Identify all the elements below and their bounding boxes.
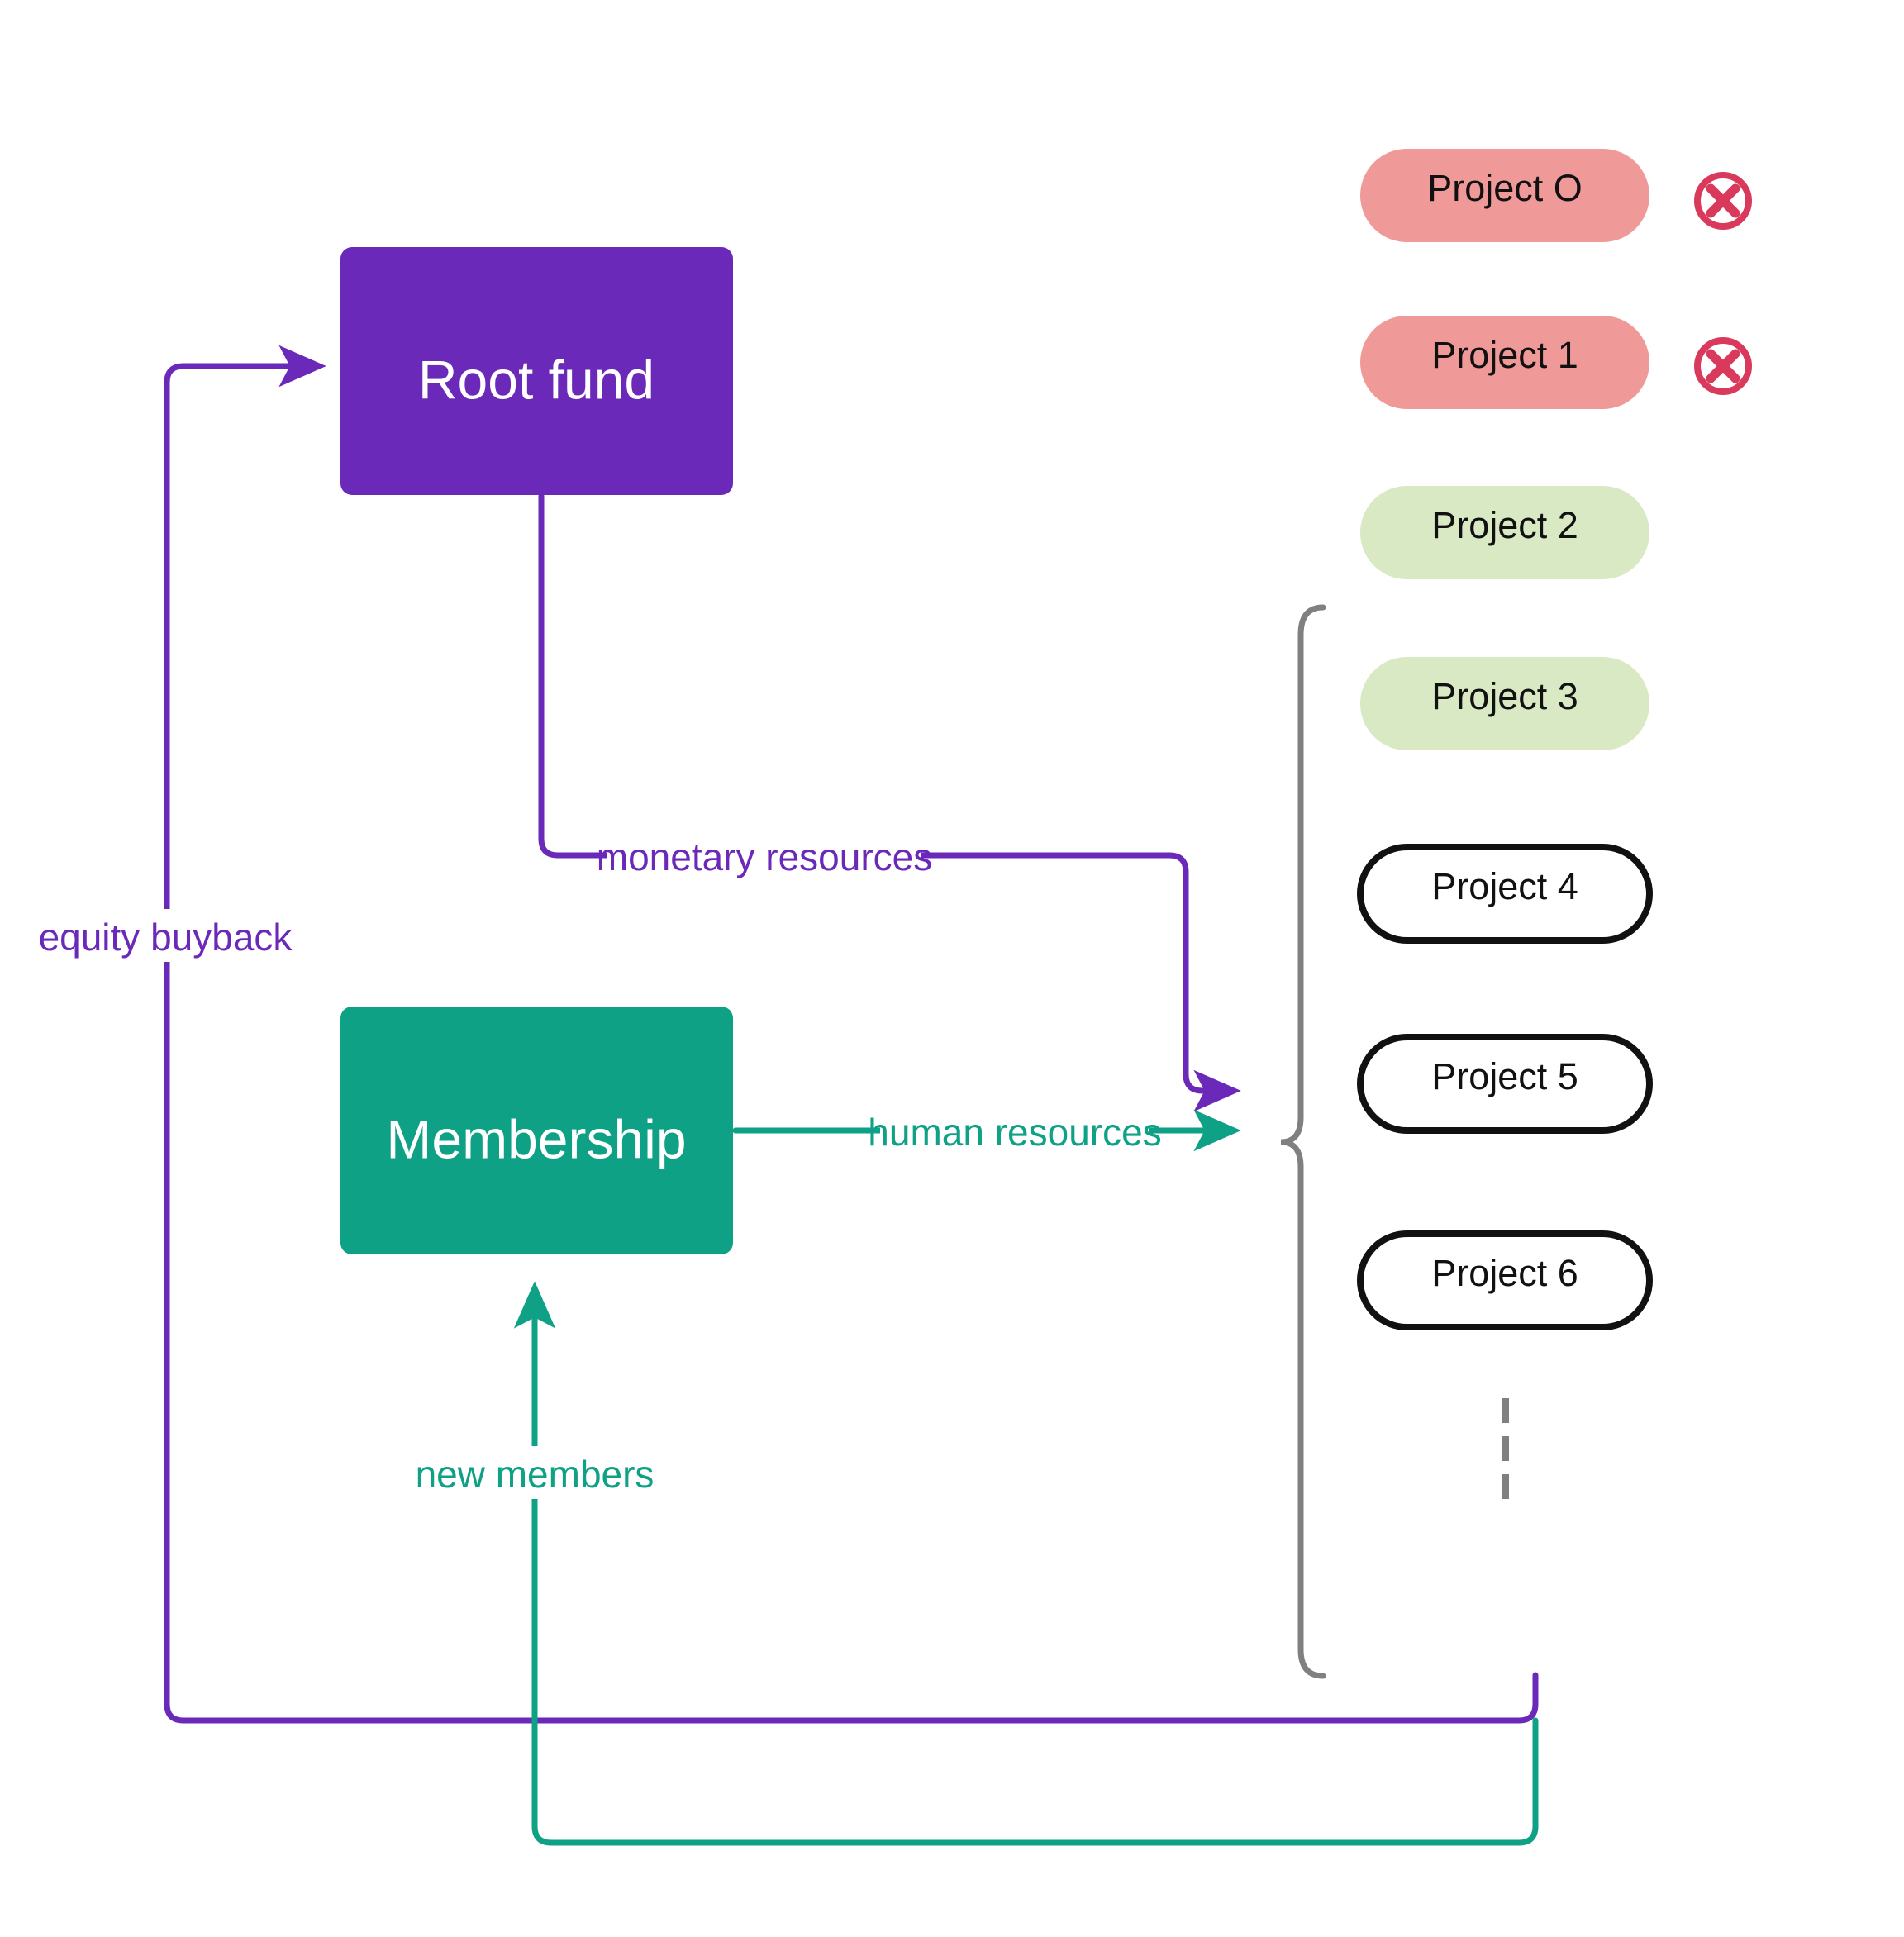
project-item[interactable]: Project 2 (1360, 486, 1649, 579)
project-pill-label: Project 2 (1431, 504, 1578, 546)
edge-monetary-resources: monetary resources (538, 493, 1241, 1112)
brace-path (1280, 604, 1326, 1679)
project-pill[interactable] (1360, 316, 1649, 409)
edge-equity-buyback-label-bg (40, 909, 279, 962)
edge-label-monetary-resources: monetary resources (597, 835, 933, 878)
edge-monetary-resources-label-bg (607, 829, 921, 882)
project-pill-label: Project 1 (1431, 334, 1578, 376)
edge-label-human-resources: human resources (868, 1111, 1161, 1154)
project-item[interactable]: Project 6 (1357, 1230, 1653, 1330)
project-item[interactable]: Project 3 (1360, 657, 1649, 750)
edge-equity-buyback: equity buyback (39, 345, 1539, 1724)
circle-x-icon[interactable] (1694, 337, 1752, 395)
edge-label-new-members: new members (416, 1453, 654, 1496)
project-item[interactable]: Project 1 (1360, 316, 1752, 409)
edge-label-equity-buyback: equity buyback (39, 916, 293, 959)
circle-x-icon[interactable] (1694, 172, 1752, 230)
edge-new-members: new members (416, 1281, 1539, 1846)
project-pill-label: Project 3 (1431, 675, 1578, 717)
edge-new-members-label-bg (421, 1446, 651, 1499)
edge-equity-buyback-path (164, 345, 1539, 1724)
project-pill[interactable] (1360, 149, 1649, 242)
edge-human-resources: human resources (732, 1104, 1241, 1157)
node-membership-label: Membership (386, 1108, 686, 1169)
project-item[interactable]: Project O (1360, 149, 1752, 242)
project-pill-label: Project 4 (1431, 865, 1578, 907)
node-membership-box[interactable] (340, 1007, 733, 1254)
node-membership[interactable]: Membership (340, 1007, 733, 1254)
project-pill-label: Project 5 (1431, 1055, 1578, 1097)
project-pill-label: Project O (1427, 167, 1583, 209)
project-item[interactable]: Project 5 (1357, 1034, 1653, 1134)
edge-new-members-path (513, 1281, 1539, 1846)
node-root-fund[interactable]: Root fund (340, 247, 733, 495)
project-pill[interactable] (1357, 1034, 1653, 1134)
project-pill[interactable] (1360, 486, 1649, 579)
project-pill-label: Project 6 (1431, 1252, 1578, 1294)
node-root-fund-label: Root fund (418, 349, 654, 410)
projects-group-brace (1280, 604, 1326, 1679)
project-pill[interactable] (1357, 1230, 1653, 1330)
project-item[interactable]: Project 4 (1357, 844, 1653, 944)
project-pill[interactable] (1357, 844, 1653, 944)
project-pill[interactable] (1360, 657, 1649, 750)
edge-monetary-resources-path (538, 493, 1241, 1112)
edge-human-resources-label-bg (880, 1104, 1149, 1157)
node-root-fund-box[interactable] (340, 247, 733, 495)
